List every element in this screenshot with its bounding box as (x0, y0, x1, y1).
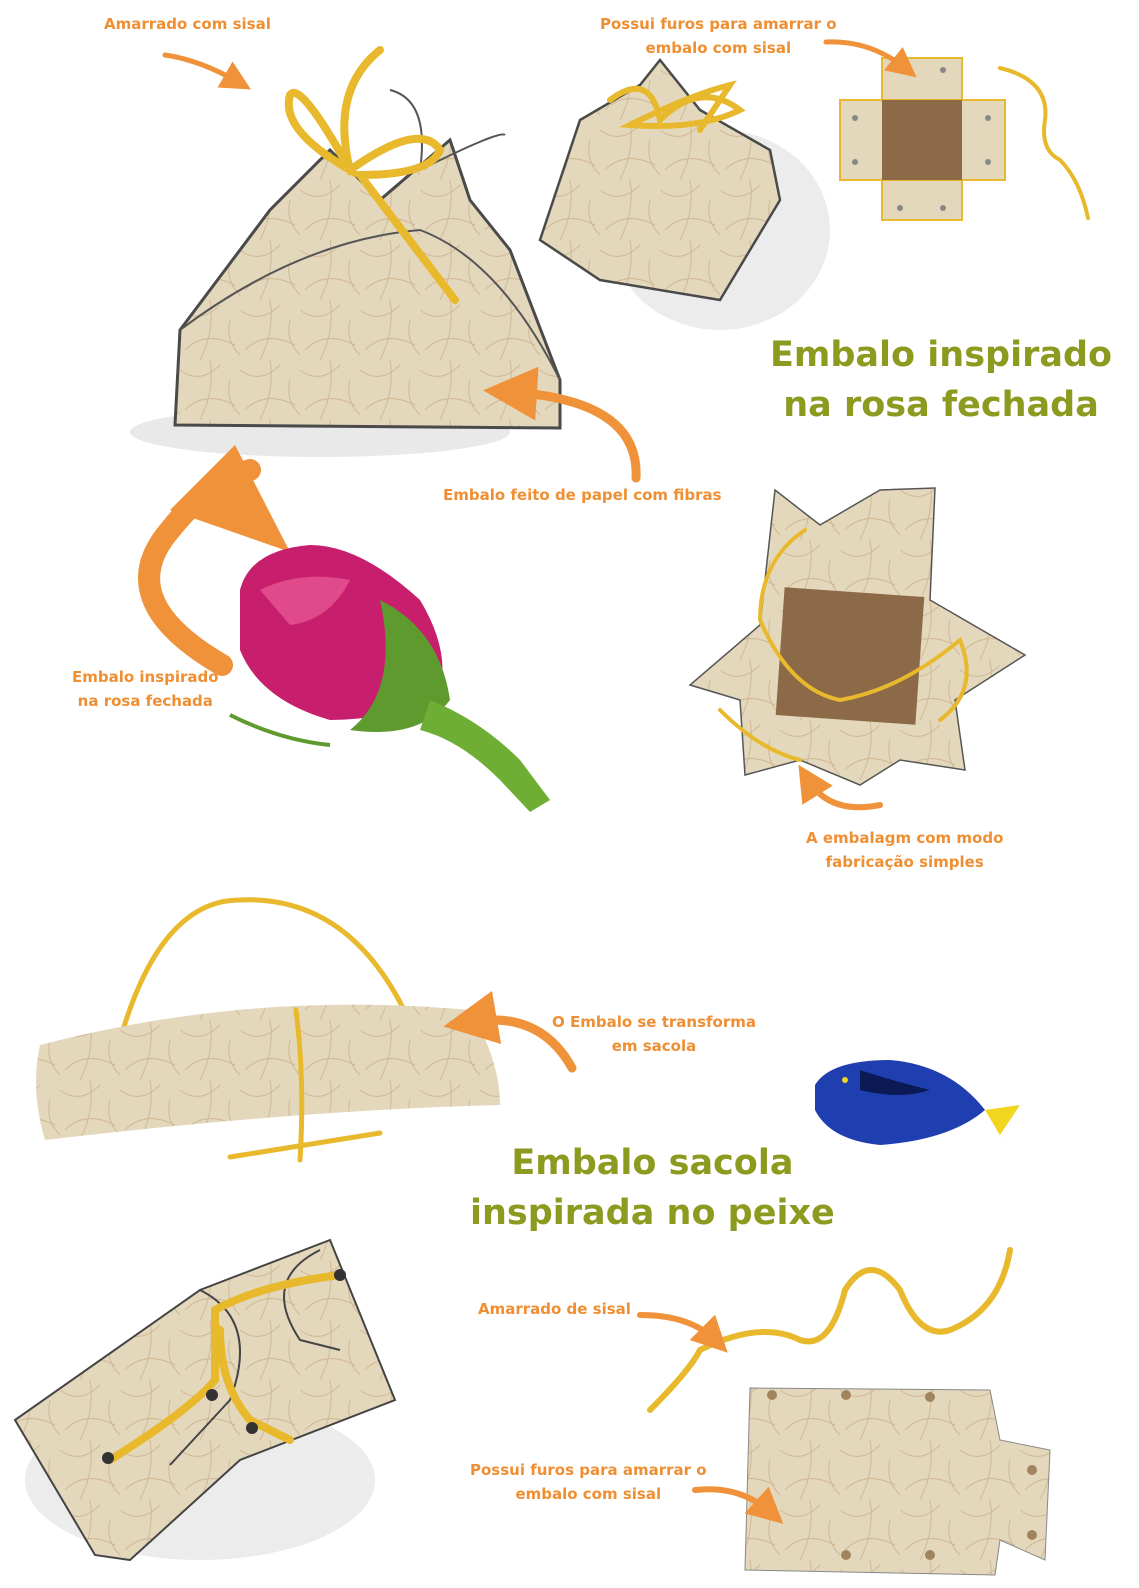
package-net-illustration (839, 57, 1090, 221)
label-furos-top: Possui furos para amarrar o embalo com s… (600, 15, 837, 57)
roll-package-illustration (36, 897, 500, 1163)
arrow-icon (162, 52, 251, 90)
pillow-package-illustration (13, 1238, 397, 1562)
arrow-icon (823, 39, 917, 78)
label-furos-bottom: Possui furos para amarrar o embalo com s… (470, 1461, 707, 1503)
label-amarrado-de-sisal: Amarrado de sisal (478, 1300, 631, 1318)
fish-net-illustration (744, 1387, 1051, 1576)
label-amarrado-com-sisal: Amarrado com sisal (104, 15, 271, 33)
arrow-icon (692, 1486, 784, 1525)
label-papel-fibras: Embalo feito de papel com fibras (443, 486, 722, 504)
arrow-icon (637, 1312, 728, 1353)
arrow-icon (483, 366, 641, 483)
label-rosa-small: Embalo inspirado na rosa fechada (72, 668, 219, 710)
open-package-illustration (688, 487, 1027, 786)
label-transforma: O Embalo se transforma em sacola (552, 1013, 756, 1055)
small-package-illustration (538, 57, 830, 330)
fish-image (815, 1060, 1020, 1152)
rose-package-illustration (130, 46, 562, 457)
arrow-icon (443, 990, 577, 1073)
arrow-icon (798, 764, 883, 811)
title-rosa: Embalo inspirado na rosa fechada (770, 335, 1113, 425)
title-peixe: Embalo sacola inspirada no peixe (470, 1143, 835, 1233)
label-fabricacao: A embalagm com modo fabricação simples (806, 829, 1004, 871)
rose-image (229, 545, 550, 812)
arrow-icon (170, 445, 290, 552)
